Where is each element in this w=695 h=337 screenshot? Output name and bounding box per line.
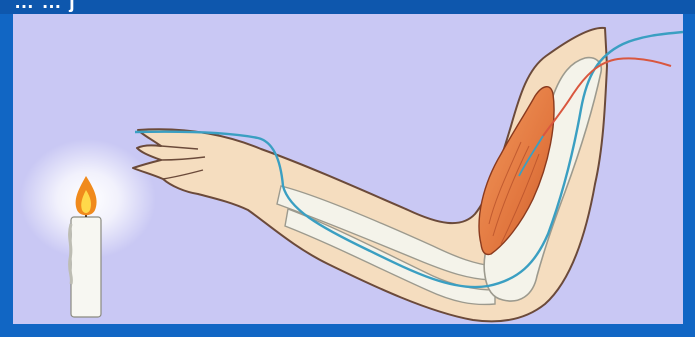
candle-body xyxy=(71,217,101,317)
candle xyxy=(70,207,101,317)
top-strip: … … j xyxy=(0,0,695,14)
cropped-title-text: … … j xyxy=(14,0,76,14)
illustration-panel xyxy=(13,14,683,324)
candle-drip xyxy=(70,224,72,284)
reflex-arc-illustration xyxy=(13,14,683,324)
